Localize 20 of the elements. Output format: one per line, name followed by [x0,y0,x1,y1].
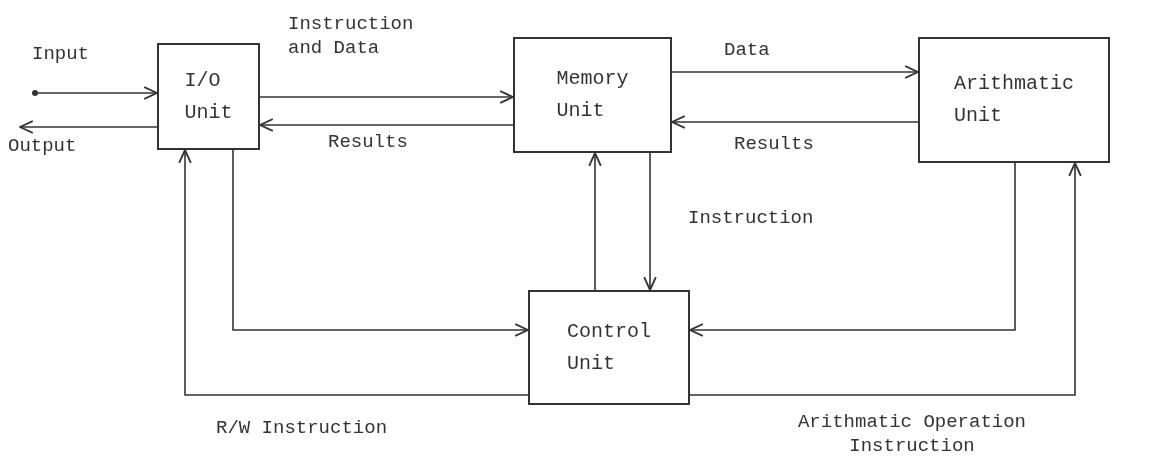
arrow [32,86,158,100]
unit-label: Memory Unit [556,66,629,124]
arrow [178,149,529,396]
unit-label: I/O Unit [184,67,233,126]
arrow [232,149,529,337]
unit-box [513,37,672,153]
arrow [19,120,158,134]
arrow [588,152,602,291]
unit-box [157,43,260,150]
arrow [671,115,919,129]
arrow [689,162,1016,337]
unit-label: Arithmatic Unit [954,71,1074,129]
arrow [689,162,1082,396]
arrow [259,90,514,104]
unit-box [918,37,1110,163]
arrow [643,152,657,291]
unit-box [528,290,690,405]
unit-label: Control Unit [567,318,651,377]
arrow [259,118,514,132]
arrow [671,65,919,79]
